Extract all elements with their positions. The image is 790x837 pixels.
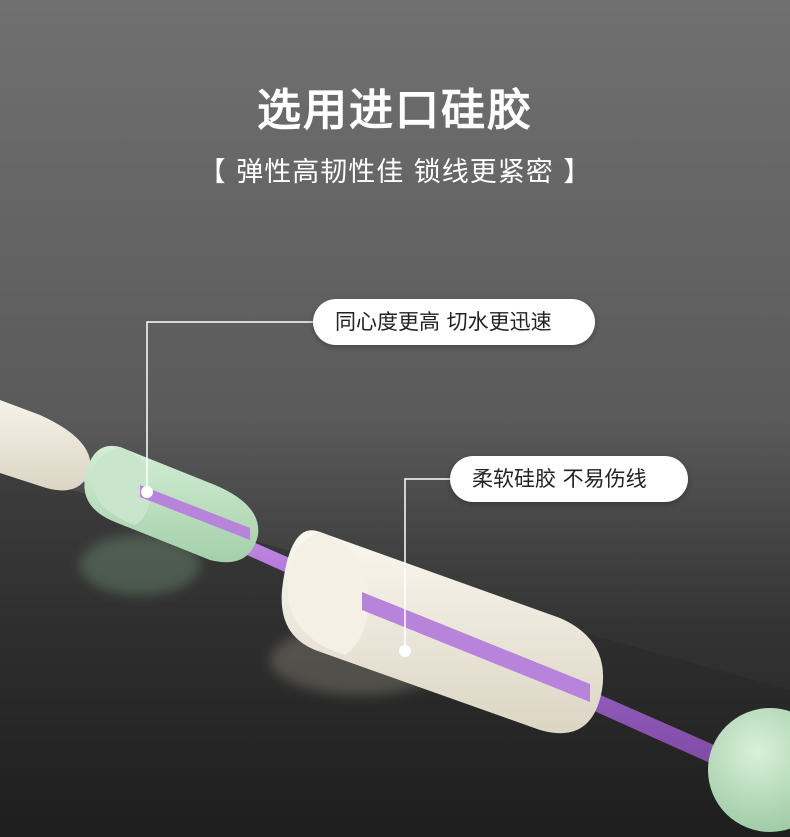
green-stopper-cutaway	[84, 445, 259, 563]
callout-soft-silicone: 柔软硅胶 不易伤线	[450, 456, 688, 502]
callout-leader-1	[146, 321, 313, 492]
white-stopper-left	[0, 400, 91, 491]
callout-dot-2	[399, 645, 411, 657]
callout-concentricity: 同心度更高 切水更迅速	[313, 299, 595, 345]
headline-title: 选用进口硅胶	[257, 85, 533, 136]
callout-leader-2	[404, 478, 450, 651]
callout-dot-1	[141, 486, 153, 498]
white-stopper-cutaway	[281, 530, 604, 734]
green-bead-right	[708, 708, 790, 832]
headline-subtitle: 【 弹性高韧性佳 锁线更紧密 】	[198, 157, 592, 188]
